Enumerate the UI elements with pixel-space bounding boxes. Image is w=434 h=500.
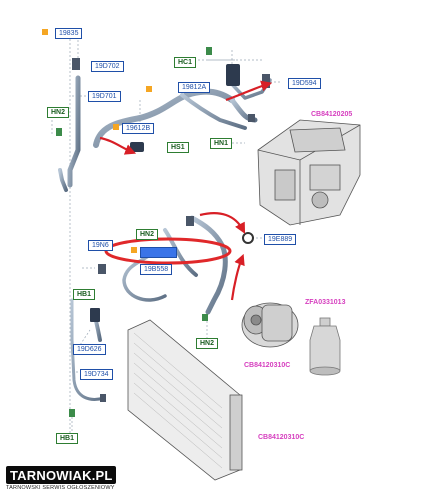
callout-label-compressor: CB84120310C [244, 362, 291, 369]
bullet-icon [113, 124, 119, 130]
watermark-logo-box [6, 466, 116, 484]
part-label-19612b: 19612B [122, 123, 155, 134]
part-label-hs1: HS1 [167, 142, 189, 153]
part-label-hn2-top: HN2 [47, 107, 70, 118]
part-label-hn2-mid: HN2 [136, 229, 159, 240]
part-label-19d702: 19D702 [91, 61, 124, 72]
callout-label-condenser: CB84120310C [258, 434, 305, 441]
part-label-19n6: 19N6 [88, 240, 113, 251]
callout-label-evaporator: CB84120205 [311, 111, 353, 118]
bullet-icon [131, 247, 137, 253]
part-label-19e889: 19E889 [264, 234, 297, 245]
evaporator-housing [257, 119, 361, 226]
watermark-subtitle: TARNOWSKI SERWIS OGŁOSZENIOWY [6, 485, 115, 491]
flow-arrows [99, 80, 273, 301]
refrigerant-canister [309, 317, 341, 376]
bullet-icon [146, 86, 152, 92]
compressor [241, 302, 299, 348]
part-label-19n651b: 19N651B [140, 247, 178, 258]
part-label-19d701: 19D701 [88, 91, 121, 102]
highlight-ring [104, 237, 232, 265]
condenser [127, 319, 243, 481]
part-label-hb1-mid: HB1 [73, 289, 96, 300]
part-label-hn1: HN1 [210, 138, 233, 149]
part-label-19d626: 19D626 [73, 344, 106, 355]
part-label-19d594: 19D594 [288, 78, 321, 89]
bullet-icon [42, 29, 48, 35]
part-label-hb1-low: HB1 [56, 433, 79, 444]
part-label-19835: 19835 [55, 28, 83, 39]
callout-label-canister: ZFA0331013 [305, 299, 346, 306]
part-label-hc1: HC1 [174, 57, 197, 68]
part-label-19b558: 19B558 [140, 264, 173, 275]
part-label-19d734: 19D734 [80, 369, 113, 380]
watermark-logo: TARNOWIAK.PL [10, 468, 113, 483]
part-label-19812a: 19812A [178, 82, 211, 93]
part-label-hn2-low: HN2 [196, 338, 219, 349]
